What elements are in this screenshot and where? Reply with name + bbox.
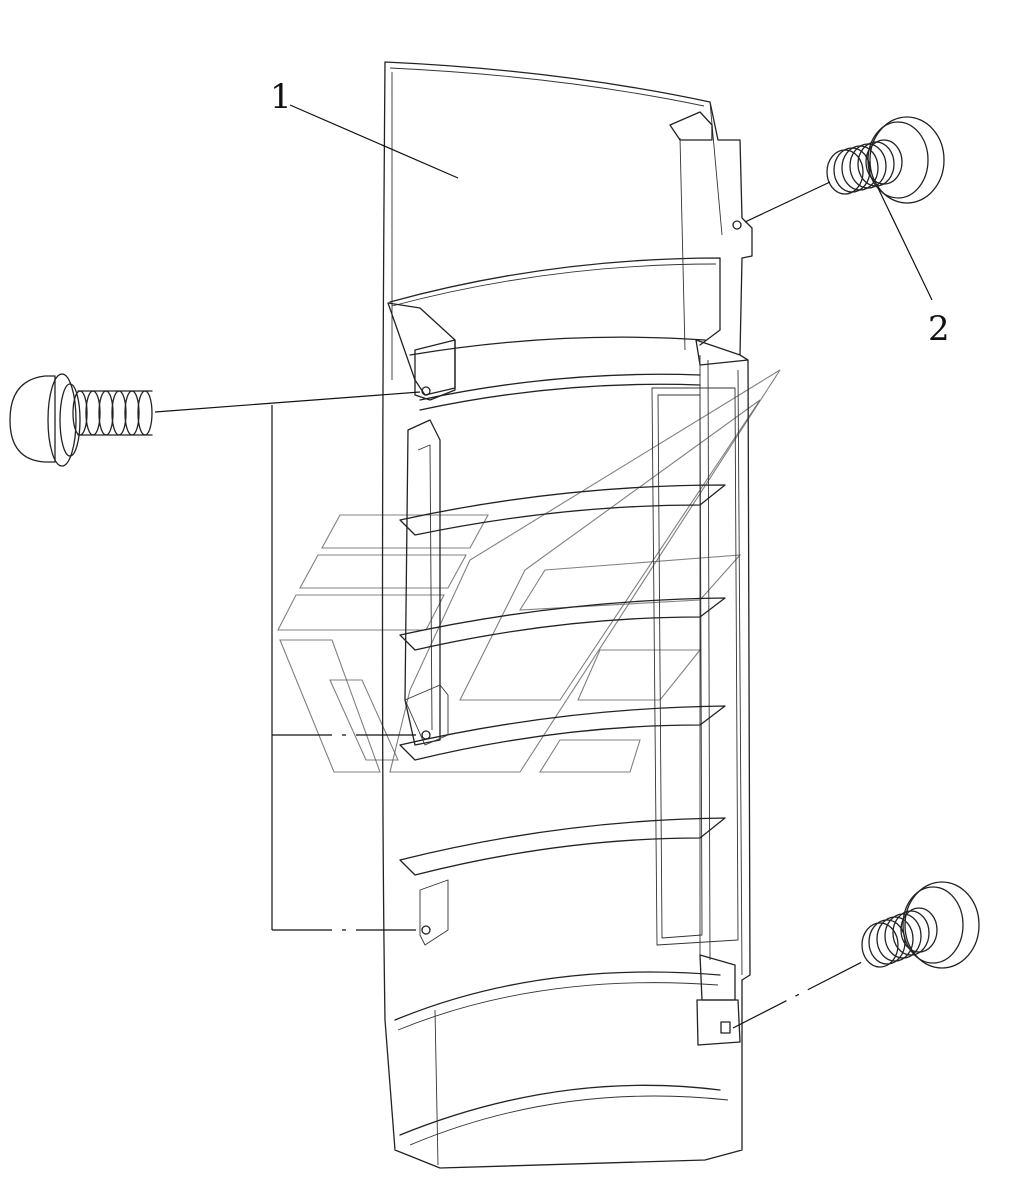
panel-part-1 xyxy=(381,61,753,1169)
assembly-lines xyxy=(154,181,863,1029)
screw-left xyxy=(9,373,153,467)
callout-1: 1 xyxy=(270,77,459,179)
callout-2: 2 xyxy=(877,187,950,349)
screw-right-top xyxy=(826,116,945,204)
callout-label-2: 2 xyxy=(928,309,950,349)
brand-logo-watermark xyxy=(277,369,781,773)
screw-right-bottom xyxy=(861,881,980,969)
callout-label-1: 1 xyxy=(270,77,292,117)
